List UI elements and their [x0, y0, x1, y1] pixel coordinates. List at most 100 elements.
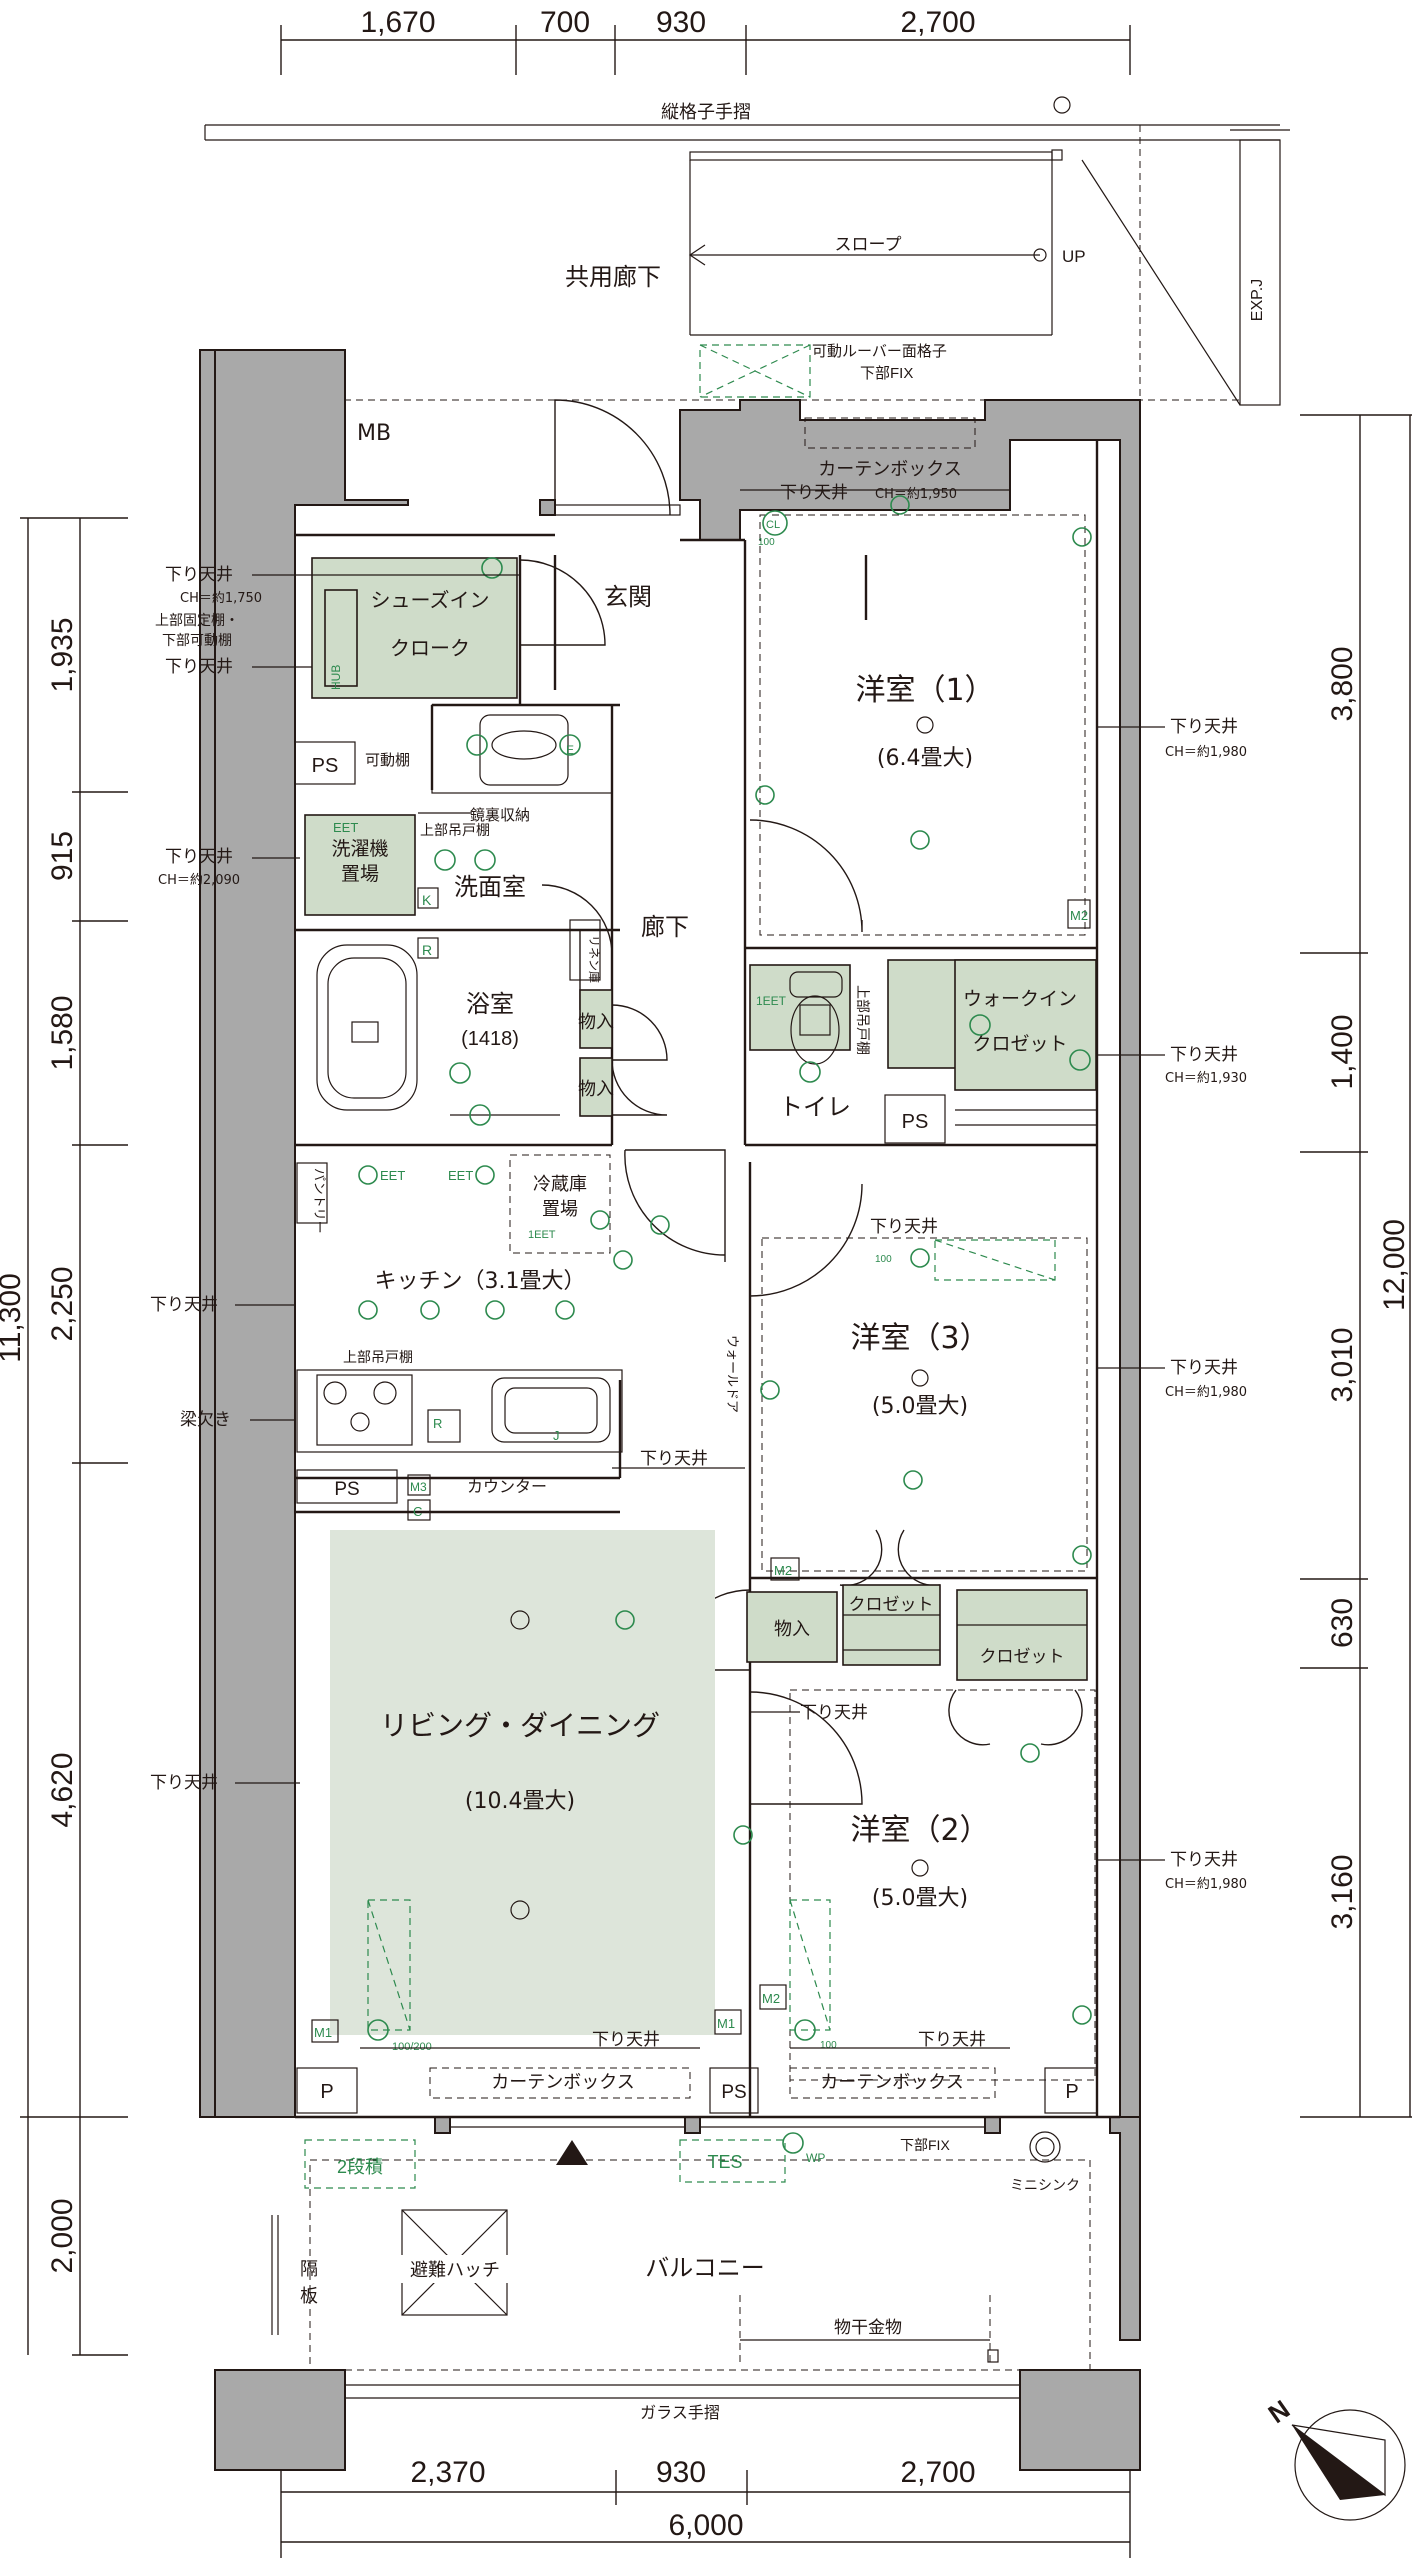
escape-hatch-label: 避難ハッチ [410, 2260, 500, 2281]
p-label-left: P [320, 2081, 333, 2103]
compass: N [1263, 2394, 1406, 2521]
ch-1980-label-1: CH＝約1,980 [1165, 745, 1247, 760]
lowered-ceiling-w2-bottom: 下り天井 [918, 2030, 986, 2050]
m2-label-w1: M2 [1070, 908, 1088, 923]
upper-hanging-shelf-label-wash: 上部吊戸棚 [420, 823, 490, 839]
ps-label-bottom: PS [721, 2082, 746, 2103]
m1-label-right: M1 [717, 2016, 735, 2031]
beam-notch-label: 梁欠き [180, 1410, 231, 1430]
curtain-box-left-label: カーテンボックス [491, 2072, 634, 2093]
washroom-label: 洗面室 [454, 873, 526, 901]
lattice-rail-label: 縦格子手摺 [661, 102, 751, 123]
washer-line2: 置場 [341, 863, 379, 885]
dim-right-3: 3,010 [1326, 1327, 1359, 1402]
washer-line1: 洗濯機 [331, 838, 388, 860]
compass-needle-icon [1292, 2425, 1385, 2500]
living-dining-name: リビング・ダイニング [380, 1709, 660, 1742]
hallway-label: 廊下 [641, 913, 689, 941]
lowered-ceiling-kitchen: 下り天井 [640, 1449, 708, 1469]
dim-left-6: 2,000 [46, 2198, 79, 2273]
ps-label-upper: PS [312, 755, 339, 777]
left-upper-wall [199, 349, 216, 2118]
lowered-ceiling-label-3: 下り天井 [165, 847, 233, 867]
lowered-ceiling-living: 下り天井 [592, 2030, 660, 2050]
closets-middle: 物入 M2 クロゼット クロゼット [746, 1557, 1088, 1681]
up-label: UP [1062, 247, 1086, 266]
bottom-window-line: P カーテンボックス PS カーテンボックス P [296, 2067, 1098, 2165]
closet-label-1: クロゼット [849, 1595, 934, 1615]
fridge-line1: 冷蔵庫 [533, 1174, 587, 1195]
m1-label-left: M1 [314, 2025, 332, 2040]
walkin-closet-line1: ウォークイン [963, 988, 1077, 1010]
lowered-ceiling-right-2: 下り天井 [1170, 1045, 1238, 1065]
entry-triangle-marker [556, 2140, 588, 2165]
washroom: 鏡裏収納 上部吊戸棚 E 洗濯機 置場 EET 洗面室 K R リネン庫 [304, 704, 613, 983]
cl-100-200-label: 100/200 [392, 2041, 432, 2053]
dim-left-5: 4,620 [46, 1752, 79, 1827]
lowered-ceiling-w1: 下り天井 [780, 483, 848, 503]
curtain-box-right-label: カーテンボックス [820, 2072, 963, 2093]
entrance-label: 玄関 [604, 583, 652, 611]
dim-right-4: 630 [1326, 1598, 1359, 1648]
bathroom-label: 浴室 [466, 990, 514, 1018]
compass-north-label: N [1263, 2394, 1296, 2429]
lowered-ceiling-w3: 下り天井 [870, 1217, 938, 1237]
eet1-fridge-label: 1EET [528, 1229, 556, 1241]
lowered-ceiling-label-5: 下り天井 [150, 1773, 218, 1793]
lowered-ceiling-w2: 下り天井 [800, 1703, 868, 1723]
walkin-closet-line2: クロゼット [972, 1033, 1067, 1055]
wall-door-label: ウォールドア [724, 1335, 739, 1413]
shoes-in-closet: シューズイン クローク HUB 可動棚 PS [294, 557, 518, 785]
dim-left-3: 1,580 [46, 995, 79, 1070]
storage-label-1: 物入 [578, 1012, 614, 1033]
dim-right-total: 12,000 [1378, 1219, 1411, 1311]
balcony: 2段積 TES WP 下部FIX ミニシンク 避難ハッチ バルコニー 隔 板 物… [271, 2131, 1091, 2422]
c-label: C [413, 1504, 422, 1519]
lower-movable-shelf-label: 下部可動棚 [162, 633, 232, 649]
partition-line2: 板 [300, 2286, 318, 2307]
shoes-closet-line1: シューズイン [371, 588, 490, 612]
ch-1930-label: CH＝約1,930 [1165, 1071, 1247, 1086]
bathroom: 浴室 (1418) [316, 944, 560, 1126]
counter-label: カウンター [467, 1477, 547, 1496]
western-room-2: 下り天井 洋室（2） (5.0畳大) M2 100 下り天井 [750, 1689, 1096, 2081]
hatch-marker [1051, 149, 1063, 161]
closet-label-2: クロゼット [980, 1647, 1065, 1667]
column-marker [1053, 96, 1071, 114]
hallway-storage: 物入 物入 [578, 989, 614, 1117]
mid-wall-piece [434, 2116, 451, 2134]
dimension-labels: 1,670 700 930 2,700 2,370 930 2,700 6,00… [0, 6, 1411, 2542]
eet1-label: 1EET [756, 994, 787, 1008]
living-dining-size: (10.4畳大) [465, 1789, 575, 1814]
ch-1750-label: CH＝約1,750 [180, 591, 262, 606]
ps-label-walkin: PS [902, 1111, 929, 1133]
mb-label: MB [357, 421, 391, 446]
linen-label: リネン庫 [587, 935, 601, 983]
kitchen-label: キッチン（3.1畳大） [375, 1269, 586, 1294]
r-label: R [422, 942, 432, 958]
slope-label: スロープ [835, 235, 902, 255]
dim-left-2: 915 [46, 831, 79, 881]
cl-100-label-w2: 100 [820, 2040, 837, 2051]
dim-left-1: 1,935 [46, 617, 79, 692]
mirror-storage-label: 鏡裏収納 [470, 806, 530, 824]
cl-100-label-w1: 100 [758, 537, 775, 548]
partition-line1: 隔 [300, 2259, 318, 2280]
upper-hanging-shelf-label-kitchen: 上部吊戸棚 [343, 1350, 413, 1366]
ps-label-kitchen: PS [334, 1479, 359, 1500]
western-room-2-name: 洋室（2） [850, 1813, 989, 1848]
dim-bottom-3: 2,700 [900, 2456, 975, 2489]
kitchen: パントリー 冷蔵庫 置場 1EET EET EET キッチン（3.1畳大） 上部… [296, 1154, 745, 1521]
bathroom-size: (1418) [461, 1028, 519, 1050]
entrance-door[interactable] [554, 399, 681, 516]
ch-1980-label-3: CH＝約1,980 [1165, 1877, 1247, 1892]
western-room-3: 下り天井 洋室（3） (5.0畳大) 100 [760, 1217, 1092, 1572]
curtain-box-top-label: カーテンボックス [818, 459, 961, 480]
lower-fix-bottom-label: 下部FIX [900, 2137, 950, 2153]
dim-left-total: 11,300 [0, 1273, 27, 1363]
dim-right-1: 3,800 [1326, 646, 1359, 721]
right-balcony-wall [1109, 2116, 1141, 2341]
living-floor-area [330, 1530, 715, 2035]
tes-label: TES [707, 2152, 742, 2172]
